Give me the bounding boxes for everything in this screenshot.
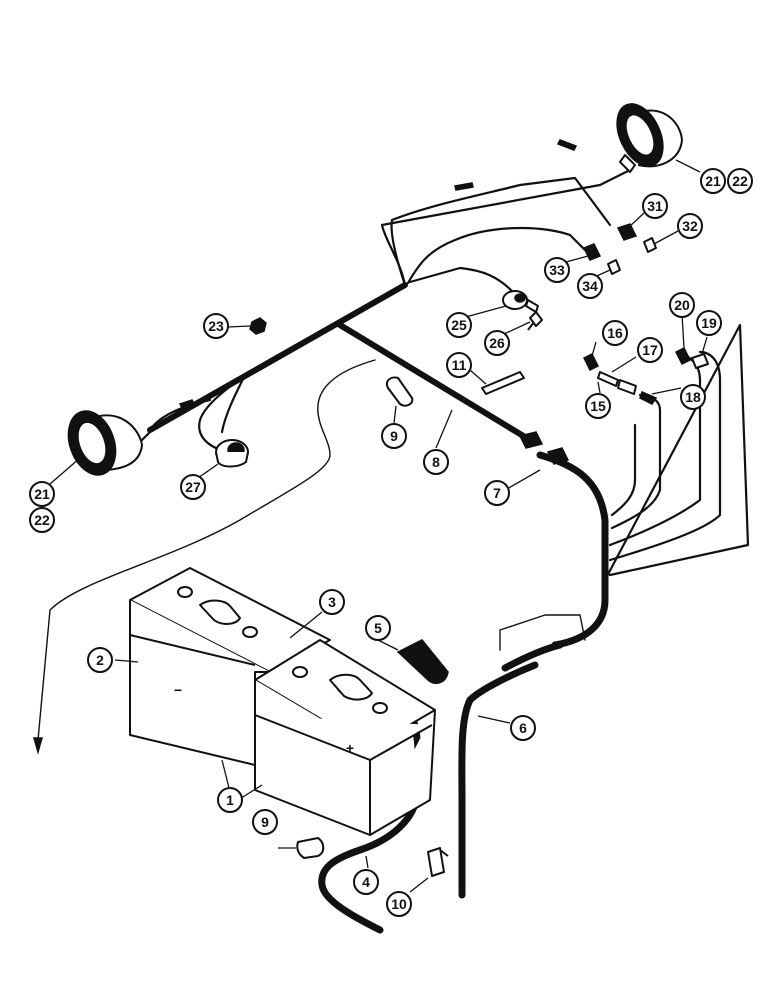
callout-label: 22 <box>34 512 50 528</box>
callout-label: 4 <box>362 874 370 890</box>
callout-18: 18 <box>680 384 706 410</box>
callout-label: 22 <box>732 173 748 189</box>
callout-label: 27 <box>185 479 201 495</box>
clip-bottom <box>296 837 325 859</box>
callout-23: 23 <box>203 313 229 339</box>
fuse-holder-end <box>639 390 658 405</box>
callout-22-right: 22 <box>727 168 753 194</box>
callout-label: 3 <box>328 594 336 610</box>
callout-9-top: 9 <box>381 423 407 449</box>
callout-label: 9 <box>261 814 269 830</box>
callout-label: 31 <box>647 198 663 214</box>
callout-label: 11 <box>452 357 467 373</box>
ignition-switch <box>502 290 539 313</box>
callout-label: 33 <box>549 262 565 278</box>
callout-label: 16 <box>607 325 623 341</box>
callout-26: 26 <box>484 330 510 356</box>
callout-label: 8 <box>432 454 440 470</box>
callout-label: 32 <box>682 218 698 234</box>
callout-label: 18 <box>685 389 701 405</box>
ignition-key <box>527 311 543 331</box>
headlamp-right <box>616 103 683 173</box>
callout-32: 32 <box>677 213 703 239</box>
callout-7: 7 <box>484 480 510 506</box>
callout-label: 9 <box>390 428 398 444</box>
terminal-boot <box>396 639 449 685</box>
callout-4: 4 <box>353 869 379 895</box>
callout-label: 15 <box>590 398 606 414</box>
callout-label: 6 <box>519 720 527 736</box>
callout-label: 1 <box>226 792 234 808</box>
clip-top <box>386 376 414 407</box>
callout-label: 34 <box>582 278 598 294</box>
bulb-34 <box>607 259 621 275</box>
callout-3: 3 <box>319 589 345 615</box>
callout-16: 16 <box>602 320 628 346</box>
callout-11: 11 <box>446 352 472 378</box>
callout-label: 25 <box>451 317 467 333</box>
callout-19: 19 <box>696 310 722 336</box>
battery-right: + <box>254 639 436 836</box>
callout-2: 2 <box>87 647 113 673</box>
clamp <box>427 847 449 877</box>
callout-1: 1 <box>217 787 243 813</box>
light-switch <box>215 439 249 468</box>
callout-20: 20 <box>669 292 695 318</box>
fuse-holder-cap <box>582 352 600 372</box>
callout-27: 27 <box>180 474 206 500</box>
callout-5: 5 <box>365 615 391 641</box>
callout-label: 26 <box>489 335 505 351</box>
connector-8 <box>518 431 544 449</box>
callout-31: 31 <box>642 193 668 219</box>
strap <box>481 371 525 395</box>
callout-33: 33 <box>544 257 570 283</box>
callout-8: 8 <box>423 449 449 475</box>
callout-22-left: 22 <box>29 507 55 533</box>
nut <box>249 317 267 335</box>
headlamp-left <box>67 410 154 476</box>
callout-label: 5 <box>374 620 382 636</box>
callout-34: 34 <box>577 273 603 299</box>
callout-label: 2 <box>96 652 104 668</box>
callout-label: 21 <box>705 173 721 189</box>
callout-25: 25 <box>446 312 472 338</box>
callout-21-left: 21 <box>29 481 55 507</box>
battery-positive-mark: + <box>346 740 354 756</box>
callout-label: 17 <box>642 342 658 358</box>
callout-10: 10 <box>386 891 412 917</box>
small-parts <box>215 223 709 877</box>
callout-label: 20 <box>674 297 690 313</box>
callout-21-right: 21 <box>700 168 726 194</box>
callout-label: 21 <box>34 486 50 502</box>
battery-left: − <box>129 567 331 766</box>
terminal-19 <box>691 353 709 369</box>
callout-17: 17 <box>637 337 663 363</box>
fuse-holder <box>617 379 637 395</box>
battery-negative-mark: − <box>174 682 182 698</box>
callout-label: 23 <box>208 318 224 334</box>
fuse <box>597 371 619 387</box>
callout-label: 7 <box>493 485 501 501</box>
bulb-32 <box>643 237 657 253</box>
callout-9-bottom: 9 <box>252 809 278 835</box>
connector <box>546 447 570 465</box>
main-harness <box>33 139 632 755</box>
socket-31 <box>616 223 638 241</box>
callout-15: 15 <box>585 393 611 419</box>
callout-label: 19 <box>701 315 717 331</box>
callout-6: 6 <box>510 715 536 741</box>
connector-20 <box>674 346 692 366</box>
callout-label: 10 <box>391 896 407 912</box>
socket-33 <box>582 243 602 261</box>
